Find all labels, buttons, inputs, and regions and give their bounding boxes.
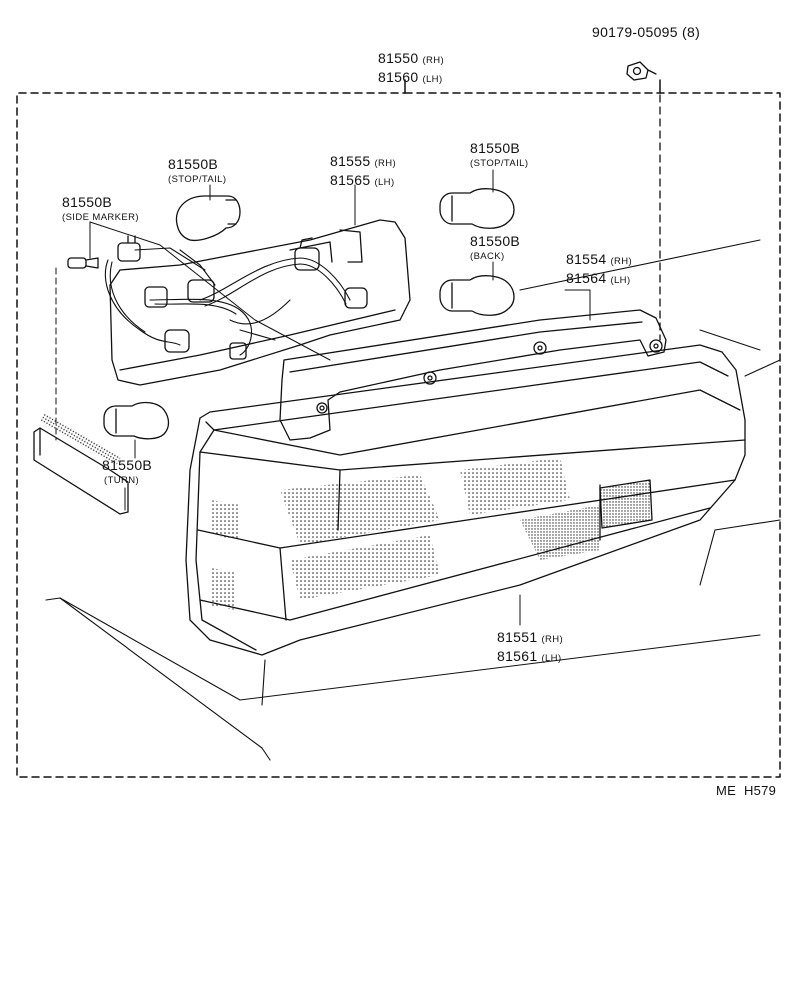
- callout-tail-lamp-assy: 81550(RH) 81560(LH): [378, 50, 444, 88]
- bulb-turn-number: 81550B: [102, 457, 153, 473]
- bulb-turn: [103, 401, 170, 440]
- gasket-lh-side: (LH): [610, 275, 631, 286]
- tail-lamp-lh-number: 81560: [378, 69, 419, 85]
- bulb-side-marker-note: (SIDE MARKER): [62, 212, 139, 223]
- bulb-side-marker: [67, 257, 99, 269]
- callout-bolt: 90179-05095 (8): [592, 25, 700, 39]
- gasket-rh-side: (RH): [610, 256, 633, 267]
- bulb-stop-tail-right-note: (STOP/TAIL): [470, 158, 529, 169]
- figure-ref-number: H579: [743, 783, 777, 798]
- socket-cord-lh-number: 81565: [330, 172, 371, 188]
- callout-gasket: 81554(RH) 81564(LH): [566, 251, 632, 289]
- assembly-boundary: [16, 79, 781, 778]
- callout-bulb-stop-tail-right: 81550B (STOP/TAIL): [470, 141, 528, 171]
- socket-cord-rh-side: (RH): [374, 158, 397, 169]
- callout-bulb-side-marker: 81550B (SIDE MARKER): [62, 195, 139, 225]
- bulb-stop-tail-right-number: 81550B: [470, 140, 521, 156]
- callout-bulb-turn: 81550B (TURN): [102, 458, 152, 488]
- bulb-back-note: (BACK): [470, 251, 505, 262]
- bulb-stop-tail-left-note: (STOP/TAIL): [168, 174, 227, 185]
- callout-bulb-stop-tail-left: 81550B (STOP/TAIL): [168, 157, 226, 187]
- socket-cord-rh-number: 81555: [330, 153, 371, 169]
- bulb-side-marker-number: 81550B: [62, 194, 113, 210]
- lens-body-lh-side: (LH): [541, 653, 562, 664]
- wiring-harness: [104, 247, 351, 356]
- tail-lamp-rh-side: (RH): [422, 55, 445, 66]
- bulb-stop-tail-left-number: 81550B: [168, 156, 219, 172]
- bulb-turn-note: (TURN): [104, 475, 140, 486]
- vehicle-body-outline: [45, 239, 781, 761]
- bulb-stop-tail-right: [439, 188, 515, 229]
- bulb-socket: [117, 235, 368, 360]
- bolt-part-number: 90179-05095: [592, 24, 678, 40]
- socket-cord-lh-side: (LH): [374, 177, 395, 188]
- gasket-lh-number: 81564: [566, 270, 607, 286]
- bolt-qty: (8): [682, 24, 701, 40]
- gasket-rh-number: 81554: [566, 251, 607, 267]
- figure-code: ME: [716, 783, 737, 798]
- gasket-81554: [279, 309, 667, 441]
- lens-body-lh-number: 81561: [497, 648, 538, 664]
- lens-body-81551: [185, 344, 746, 656]
- callout-socket-cord: 81555(RH) 81565(LH): [330, 153, 396, 191]
- side-marker-lens: [33, 412, 129, 515]
- figure-reference: ME H579: [716, 784, 776, 797]
- tail-lamp-lh-side: (LH): [422, 74, 443, 85]
- bolt-90179-05095: [626, 61, 657, 81]
- callout-bulb-back: 81550B (BACK): [470, 234, 520, 264]
- bulb-stop-tail-left: [175, 195, 241, 242]
- lens-body-rh-number: 81551: [497, 629, 538, 645]
- bulb-back-number: 81550B: [470, 233, 521, 249]
- bulb-back: [439, 275, 515, 316]
- leader-lines: [55, 169, 591, 626]
- callout-lens-body: 81551(RH) 81561(LH): [497, 629, 563, 667]
- lens-body-rh-side: (RH): [541, 634, 564, 645]
- socket-plate: [109, 219, 411, 386]
- tail-lamp-rh-number: 81550: [378, 50, 419, 66]
